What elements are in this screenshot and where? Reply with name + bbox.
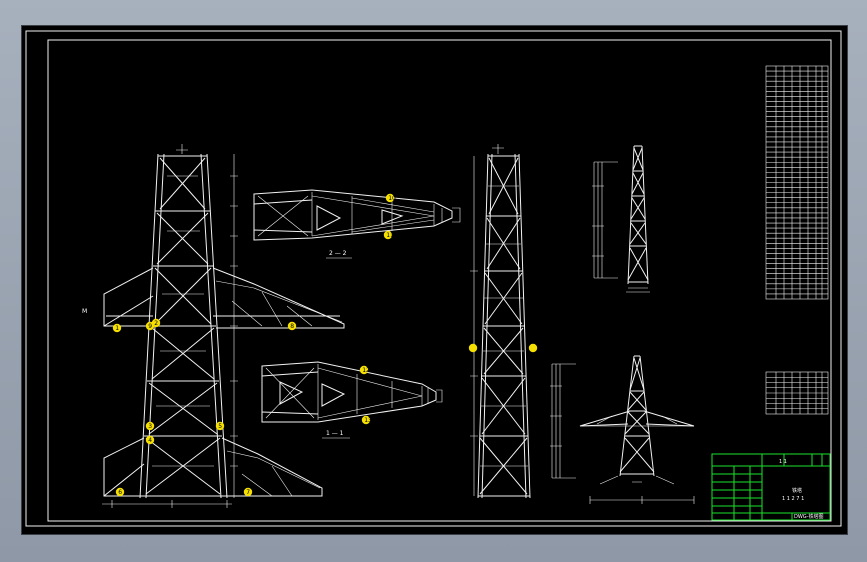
section-label-1-1: 1 — 1 [326, 430, 344, 437]
material-table-upper [765, 65, 829, 300]
part-mark-11 [383, 230, 393, 240]
part-mark-4 [145, 435, 155, 445]
part-mark-label-2: 2 [154, 320, 158, 327]
part-mark-12 [359, 365, 369, 375]
svg-text:M: M [82, 308, 87, 315]
cad-viewport[interactable]: M 2 — 2 1 — 1 [21, 25, 848, 535]
title-block-sheet-no: 1 1 [779, 459, 787, 465]
part-mark-7 [243, 487, 253, 497]
part-mark-label-10: 10 [388, 195, 396, 202]
part-mark-label-12: 12 [362, 367, 370, 374]
part-mark-8 [287, 321, 297, 331]
part-mark-6 [115, 487, 125, 497]
part-mark-middle-2 [528, 343, 538, 353]
part-mark-1 [112, 323, 122, 333]
title-block-name-line2: 1 1 2 7 1 [782, 496, 804, 502]
title-block: 1 1 铁塔 1 1 2 7 1 DWG-铁塔图 [711, 453, 831, 521]
title-block-drawing-no: DWG-铁塔图 [794, 513, 823, 520]
part-mark-label-7: 7 [246, 489, 250, 496]
part-mark-label-1: 1 [115, 325, 119, 332]
part-mark-label-8: 8 [290, 323, 294, 330]
title-block-name-line1: 铁塔 [792, 487, 802, 494]
part-mark-10 [385, 193, 395, 203]
tower-elevation-left: M [82, 144, 345, 508]
part-mark-3 [145, 421, 155, 431]
part-mark-label-9: 9 [148, 323, 152, 330]
section-label-2-2: 2 — 2 [329, 250, 347, 257]
tower-schematic-small [592, 145, 650, 293]
tower-schematic-large [550, 355, 695, 504]
section-2-2: 2 — 2 [253, 189, 461, 259]
part-mark-middle-1 [468, 343, 478, 353]
section-1-1: 1 — 1 [261, 361, 443, 439]
cad-drawing: M 2 — 2 1 — 1 [25, 30, 842, 527]
outer-border [25, 30, 842, 527]
part-mark-label-3: 3 [148, 423, 152, 430]
part-mark-label-4: 4 [148, 437, 152, 444]
part-mark-label-6: 6 [118, 489, 122, 496]
part-mark-label-11: 11 [386, 232, 394, 239]
material-table-lower [765, 371, 829, 415]
tower-elevation-middle [470, 144, 531, 499]
part-mark-5 [215, 421, 225, 431]
inner-border [47, 39, 832, 522]
part-mark-label-5: 5 [218, 423, 222, 430]
part-mark-9 [145, 321, 155, 331]
part-mark-label-13: 13 [364, 417, 372, 424]
part-mark-13 [361, 415, 371, 425]
